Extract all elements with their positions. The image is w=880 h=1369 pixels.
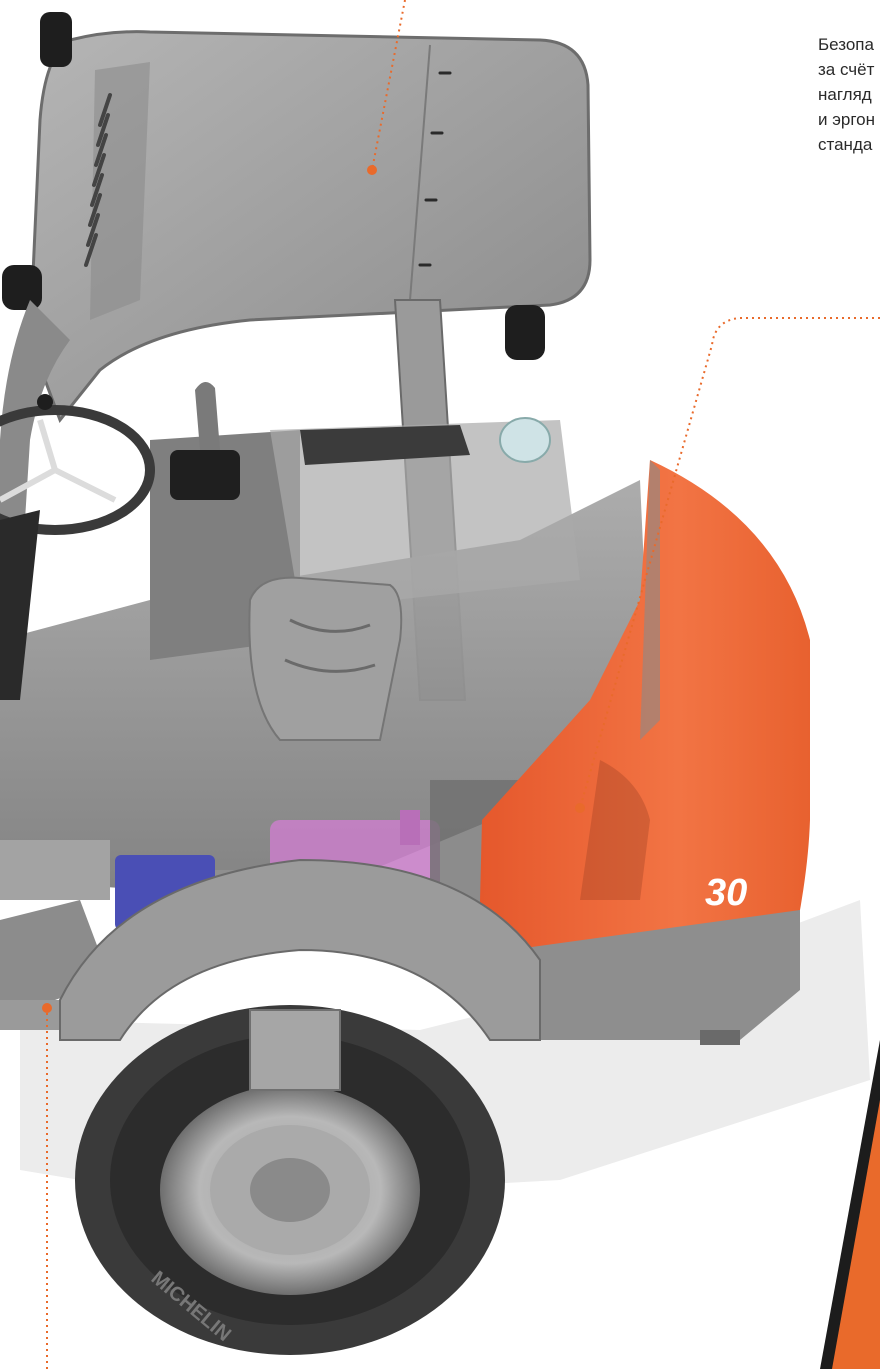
counterweight-hood: 30 bbox=[480, 460, 810, 960]
caption-line-4: и эргон bbox=[818, 110, 876, 129]
caption-line-1: Безопа bbox=[818, 35, 874, 54]
callout-line-canopy bbox=[371, 0, 406, 171]
mount-bumper-top bbox=[40, 12, 72, 67]
callout-lines bbox=[46, 0, 880, 1369]
caption-line-3: нагляд bbox=[818, 85, 872, 104]
caption-line-2: за счёт bbox=[818, 60, 875, 79]
coolant-reservoir bbox=[499, 417, 551, 463]
armrest bbox=[300, 425, 470, 465]
corner-stripe bbox=[820, 1040, 880, 1369]
callout-dot-hood bbox=[575, 803, 585, 813]
feature-caption: Безопа за счёт нагляд и эргон станда bbox=[818, 32, 880, 157]
seat-icon bbox=[248, 576, 403, 741]
callout-dot-step bbox=[42, 1003, 52, 1013]
callout-dot-canopy bbox=[367, 165, 377, 175]
steering-wheel-icon bbox=[0, 394, 155, 700]
joystick-icon bbox=[170, 381, 240, 500]
mount-bumper-right bbox=[505, 305, 545, 360]
wheel-fender bbox=[59, 858, 541, 1041]
callout-dots bbox=[42, 165, 585, 1013]
tow-hook bbox=[700, 1030, 740, 1045]
mount-bumper-left bbox=[2, 265, 42, 310]
rear-base bbox=[510, 910, 800, 1040]
caption-line-5: станда bbox=[818, 135, 873, 154]
wheel-icon: MICHELIN bbox=[75, 1005, 505, 1355]
model-number-label: 30 bbox=[705, 872, 747, 914]
axle-bracket bbox=[249, 1009, 341, 1091]
step-plate bbox=[0, 1000, 60, 1030]
overhead-guard bbox=[2, 12, 592, 423]
